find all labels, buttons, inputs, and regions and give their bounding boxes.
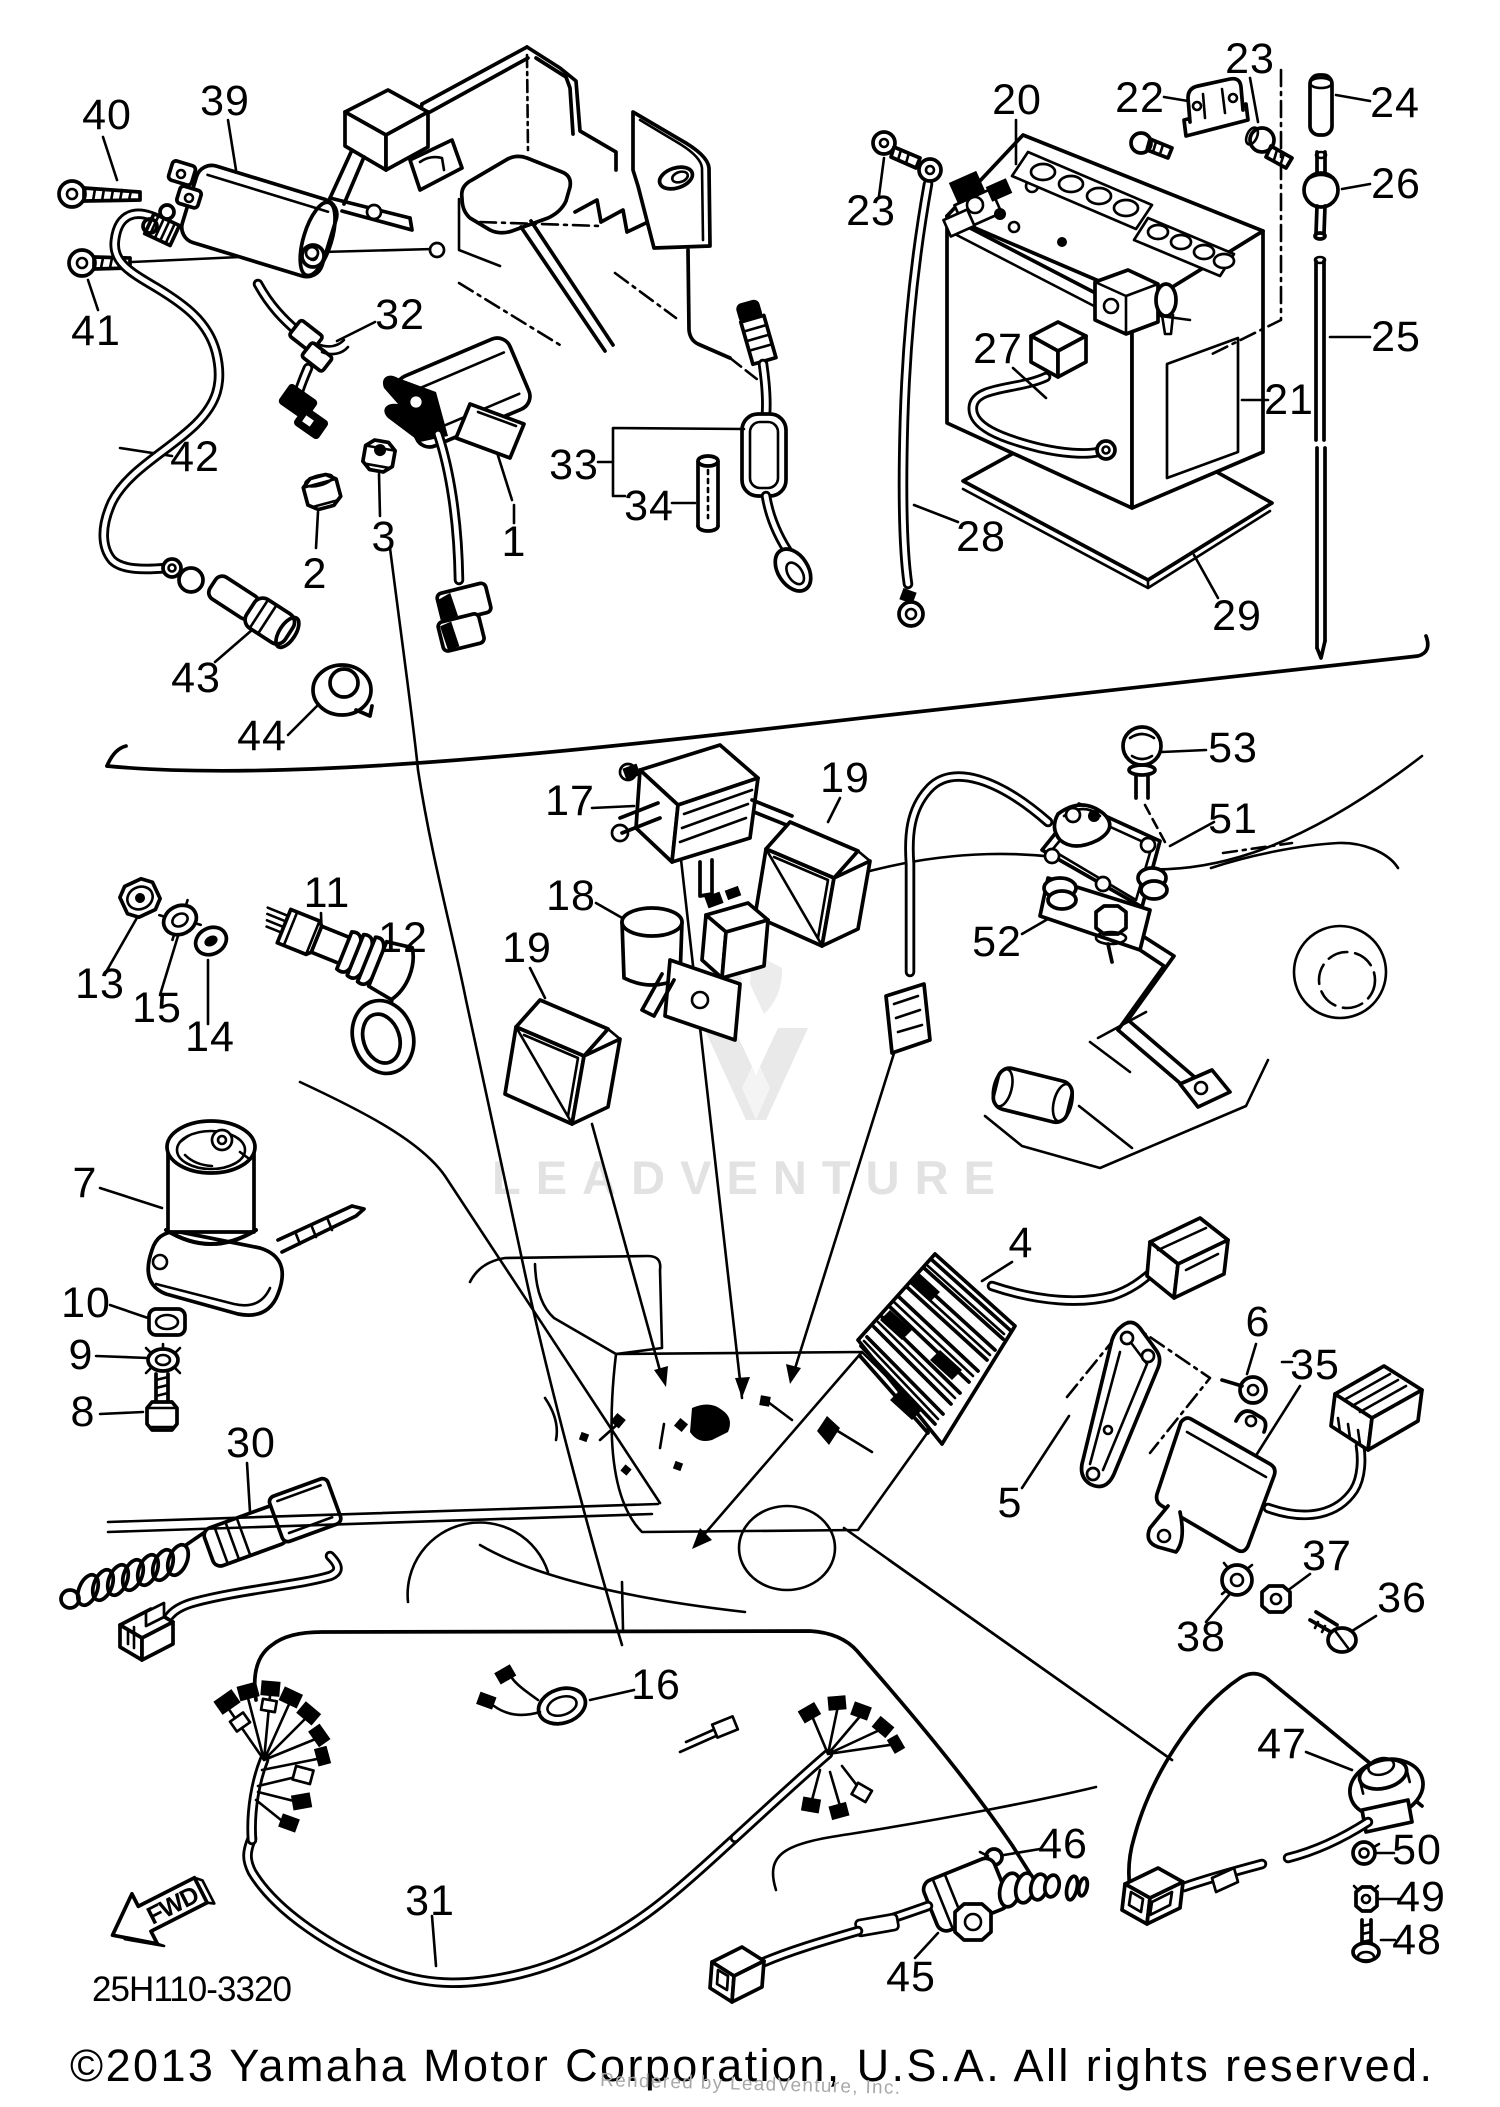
svg-text:4: 4: [1009, 1219, 1034, 1267]
svg-text:10: 10: [61, 1279, 111, 1327]
svg-text:44: 44: [237, 712, 287, 760]
svg-text:2: 2: [303, 550, 328, 598]
svg-text:31: 31: [405, 1877, 455, 1925]
svg-text:50: 50: [1392, 1826, 1442, 1874]
svg-text:53: 53: [1208, 724, 1258, 772]
svg-text:21: 21: [1264, 376, 1314, 424]
svg-text:1: 1: [502, 518, 527, 566]
svg-text:35: 35: [1290, 1341, 1340, 1389]
svg-text:48: 48: [1392, 1916, 1442, 1964]
svg-text:20: 20: [992, 76, 1042, 124]
svg-text:8: 8: [71, 1388, 96, 1436]
svg-text:14: 14: [185, 1013, 235, 1061]
svg-text:13: 13: [75, 960, 125, 1008]
svg-text:33: 33: [549, 441, 599, 489]
svg-text:52: 52: [972, 918, 1022, 966]
svg-text:27: 27: [973, 325, 1023, 373]
svg-text:12: 12: [378, 914, 428, 962]
svg-text:37: 37: [1302, 1532, 1352, 1580]
svg-text:30: 30: [226, 1419, 276, 1467]
svg-text:47: 47: [1257, 1720, 1307, 1768]
svg-text:39: 39: [200, 77, 250, 125]
svg-text:16: 16: [631, 1661, 681, 1709]
svg-text:26: 26: [1371, 160, 1421, 208]
svg-text:40: 40: [82, 91, 132, 139]
svg-text:5: 5: [998, 1479, 1023, 1527]
svg-text:28: 28: [956, 513, 1006, 561]
svg-text:29: 29: [1212, 592, 1262, 640]
svg-text:45: 45: [886, 1953, 936, 2001]
svg-text:34: 34: [624, 482, 674, 530]
svg-text:23: 23: [1225, 35, 1275, 83]
svg-text:41: 41: [71, 307, 121, 355]
svg-text:43: 43: [171, 654, 221, 702]
svg-text:46: 46: [1038, 1820, 1088, 1868]
svg-text:15: 15: [132, 984, 182, 1032]
svg-text:51: 51: [1208, 795, 1258, 843]
svg-text:25H110-3320: 25H110-3320: [92, 1970, 292, 2009]
svg-text:9: 9: [69, 1331, 94, 1379]
svg-text:LEADVENTURE: LEADVENTURE: [492, 1151, 1007, 1204]
svg-text:19: 19: [820, 754, 870, 802]
svg-text:3: 3: [372, 513, 397, 561]
svg-text:19: 19: [502, 924, 552, 972]
svg-text:7: 7: [73, 1159, 98, 1207]
svg-text:32: 32: [375, 291, 425, 339]
svg-text:11: 11: [304, 869, 351, 917]
svg-text:23: 23: [846, 187, 896, 235]
svg-text:49: 49: [1396, 1873, 1446, 1921]
svg-text:36: 36: [1377, 1574, 1427, 1622]
svg-text:25: 25: [1371, 313, 1421, 361]
svg-text:18: 18: [546, 872, 596, 920]
svg-text:24: 24: [1370, 79, 1420, 127]
svg-text:22: 22: [1115, 74, 1165, 122]
svg-text:6: 6: [1246, 1298, 1271, 1346]
svg-text:©2013 Yamaha Motor Corporation: ©2013 Yamaha Motor Corporation, U.S.A. A…: [70, 2040, 1432, 2091]
svg-text:17: 17: [545, 777, 595, 825]
svg-text:42: 42: [170, 433, 220, 481]
svg-text:38: 38: [1176, 1613, 1226, 1661]
